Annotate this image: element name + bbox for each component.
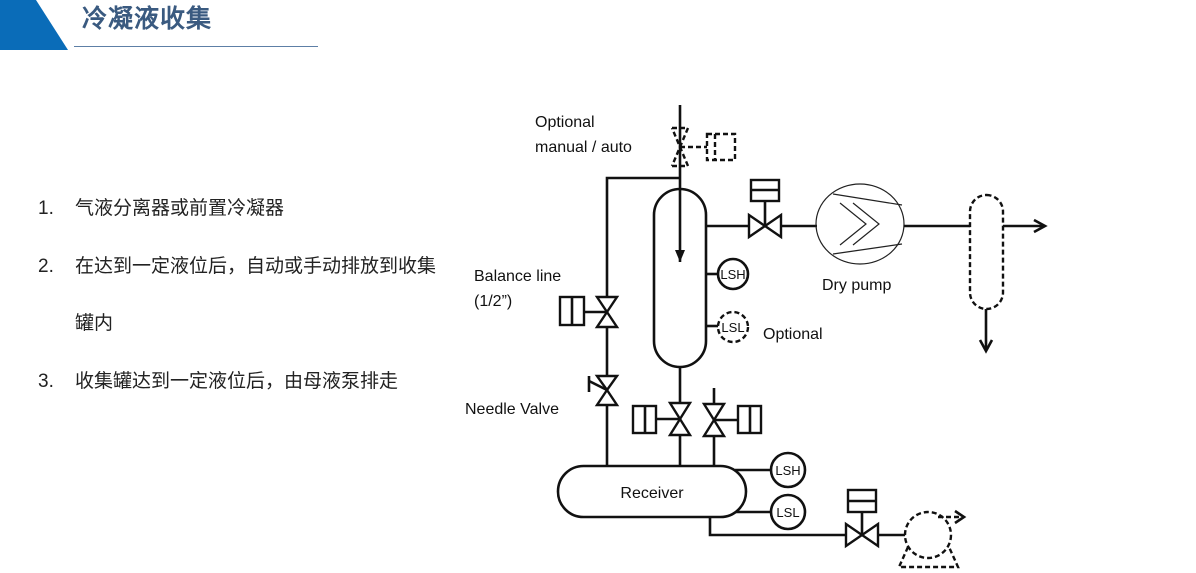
step-list: 1. 气液分离器或前置冷凝器 2. 在达到一定液位后，自动或手动排放到收集罐内 … (38, 180, 458, 410)
liquid-pump-icon (897, 509, 967, 569)
dry-pump-label: Dry pump (822, 277, 891, 294)
optional-lsl-label: Optional (763, 326, 823, 343)
step-number: 1. (38, 198, 54, 219)
optional-valve-icon (670, 126, 737, 168)
inlet-line (675, 105, 685, 262)
step-item: 2. 在达到一定液位后，自动或手动排放到收集罐内 (38, 238, 440, 353)
step-text: 收集罐达到一定液位后，由母液泵排走 (75, 369, 399, 392)
balance-line-size-label: (1/2”) (474, 293, 512, 310)
balance-valve-icon (558, 295, 620, 329)
receiver-lsl-switch: LSL (736, 493, 807, 531)
title-underline (74, 46, 318, 47)
dry-pump-icon (815, 183, 905, 265)
receiver-label: Receiver (620, 485, 684, 502)
step-number: 2. (38, 255, 54, 277)
receiver-lsh-switch: LSH (735, 451, 807, 489)
optional-separator-icon (968, 193, 1005, 311)
needle-valve-icon (587, 374, 620, 407)
drain-valve-left-icon (631, 401, 693, 437)
page-title: 冷凝液收集 (82, 4, 213, 33)
step-text: 在达到一定液位后，自动或手动排放到收集罐内 (75, 254, 437, 335)
receiver-vessel-icon (556, 464, 748, 519)
receiver-lsh-label: LSH (775, 463, 800, 478)
flow-arrow-icon (1003, 218, 1048, 234)
separator-lsh-label: LSH (720, 267, 745, 282)
balance-line-label: Balance line (474, 268, 561, 285)
balance-line (605, 176, 680, 298)
step-item: 1. 气液分离器或前置冷凝器 (38, 180, 458, 238)
optional-valve-label-2: manual / auto (535, 139, 632, 156)
drain-valve-right-icon (701, 402, 763, 438)
needle-valve-label: Needle Valve (465, 401, 559, 418)
drain-arrow-icon (978, 309, 994, 354)
header-accent-band (0, 0, 68, 50)
actuated-valve-icon (747, 178, 783, 240)
step-number: 3. (38, 370, 54, 392)
step-item: 3. 收集罐达到一定液位后，由母液泵排走 (38, 353, 440, 411)
step-text: 气液分离器或前置冷凝器 (75, 197, 285, 219)
receiver-outlet-line (708, 517, 846, 537)
receiver-actuated-valve-icon (844, 488, 880, 549)
optional-valve-label: Optional (535, 114, 595, 131)
separator-lsl-label: LSL (721, 320, 744, 335)
separator-lsh-switch: LSH (706, 257, 750, 291)
receiver-lsl-label: LSL (776, 505, 799, 520)
separator-lsl-switch: LSL (706, 310, 750, 344)
